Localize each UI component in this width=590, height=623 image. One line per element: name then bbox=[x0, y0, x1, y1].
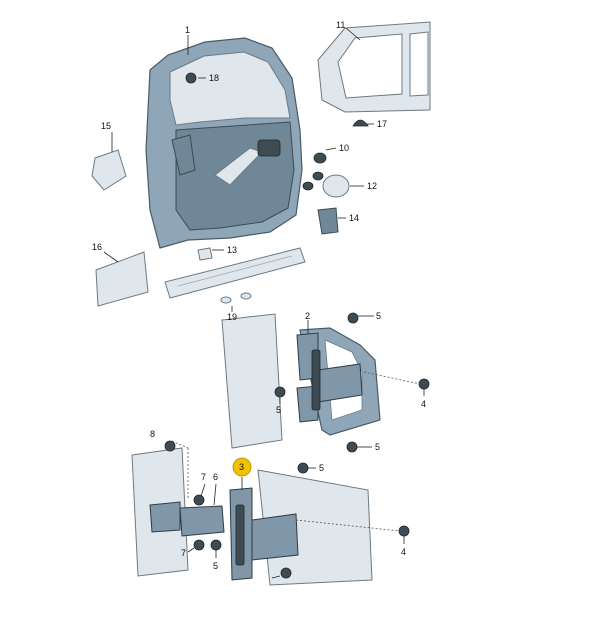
door-shell bbox=[145, 37, 303, 249]
label-part-10: 10 bbox=[339, 143, 349, 153]
label-part-18: 18 bbox=[209, 73, 219, 83]
label-part-5-b: 5 bbox=[276, 405, 281, 415]
label-part-3: 3 bbox=[239, 462, 244, 472]
body-pillar-section bbox=[317, 21, 431, 127]
lower-hinge-assembly bbox=[131, 440, 410, 586]
label-part-6: 6 bbox=[213, 472, 218, 482]
label-part-5-a: 5 bbox=[376, 311, 381, 321]
label-part-14: 14 bbox=[349, 213, 359, 223]
part-labels: 1 18 15 16 11 17 10 12 14 13 19 2 5 4 5 … bbox=[92, 20, 426, 571]
label-part-5-e: 5 bbox=[213, 561, 218, 571]
label-part-16: 16 bbox=[92, 242, 102, 252]
sill-trim bbox=[164, 247, 306, 304]
leader-lines bbox=[103, 27, 425, 579]
highlight-marker bbox=[232, 457, 252, 477]
upper-hinge-assembly bbox=[221, 312, 430, 453]
label-part-1: 1 bbox=[185, 25, 190, 35]
door-small-parts bbox=[91, 72, 350, 307]
label-part-15: 15 bbox=[101, 121, 111, 131]
label-part-17: 17 bbox=[377, 119, 387, 129]
label-part-13: 13 bbox=[227, 245, 237, 255]
label-part-19: 19 bbox=[227, 312, 237, 322]
label-part-7-b: 7 bbox=[181, 548, 186, 558]
label-part-5-c: 5 bbox=[375, 442, 380, 452]
label-part-11: 11 bbox=[336, 20, 345, 30]
label-part-12: 12 bbox=[367, 181, 377, 191]
label-part-5-d: 5 bbox=[319, 463, 324, 473]
label-part-2: 2 bbox=[305, 311, 310, 321]
label-part-7-a: 7 bbox=[201, 472, 206, 482]
label-part-8: 8 bbox=[150, 429, 155, 439]
label-part-4-a: 4 bbox=[421, 399, 426, 409]
label-part-4-b: 4 bbox=[401, 547, 406, 557]
